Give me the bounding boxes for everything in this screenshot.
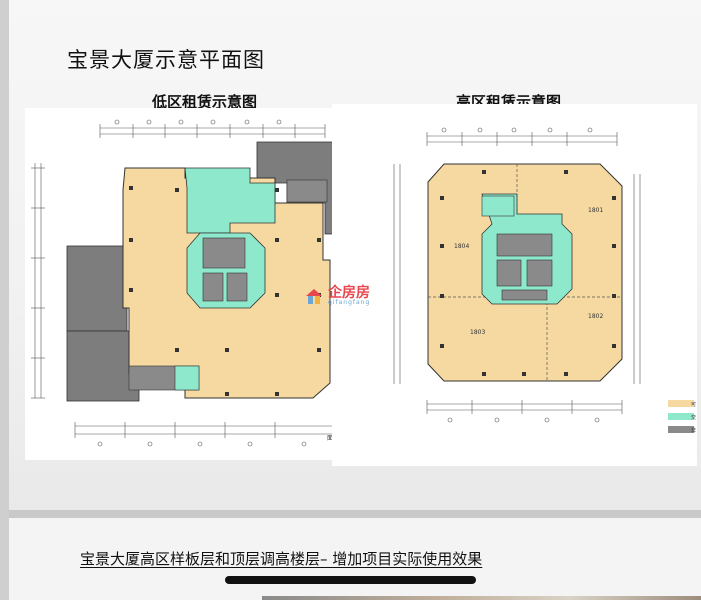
legend-label-3: 非 [691,427,696,434]
left-gutter [0,0,9,600]
low-zone-label: 低区租赁示意图 [152,93,258,111]
photo-preview [262,596,701,600]
slide-2-title: 宝景大厦高区样板层和顶层调高楼层– 增加项目实际使用效果 [80,550,483,568]
slide-title: 宝景大厦示意平面图 [67,48,265,72]
slide-divider [9,510,701,518]
high-zone-floor-plan: 1801 1804 1803 1802 可 交 非 [332,104,697,466]
watermark-logo: 企房房 qifangfang [304,286,370,306]
legend-swatch-leasable [668,400,694,407]
unit-1803: 1803 [470,329,485,336]
house-logo-icon [306,289,322,304]
legend-swatch-service [668,426,694,433]
unit-1804: 1804 [454,243,469,250]
watermark-brand: 企房房 [328,285,370,301]
home-indicator[interactable] [225,576,476,584]
legend-label-1: 可 [691,402,696,408]
legend-label-2: 交 [691,414,696,421]
slide-sample-floors: 宝景大厦高区样板层和顶层调高楼层– 增加项目实际使用效果 [9,518,701,600]
low-zone-floor-plan: 面图 [25,108,341,460]
watermark-sub: qifangfang [328,299,371,306]
unit-1802: 1802 [588,313,603,320]
legend-swatch-core [668,413,694,420]
slide-floor-plans: 宝景大厦示意平面图 低区租赁示意图 高区租赁示意图 [9,0,701,510]
unit-1801: 1801 [588,207,603,214]
